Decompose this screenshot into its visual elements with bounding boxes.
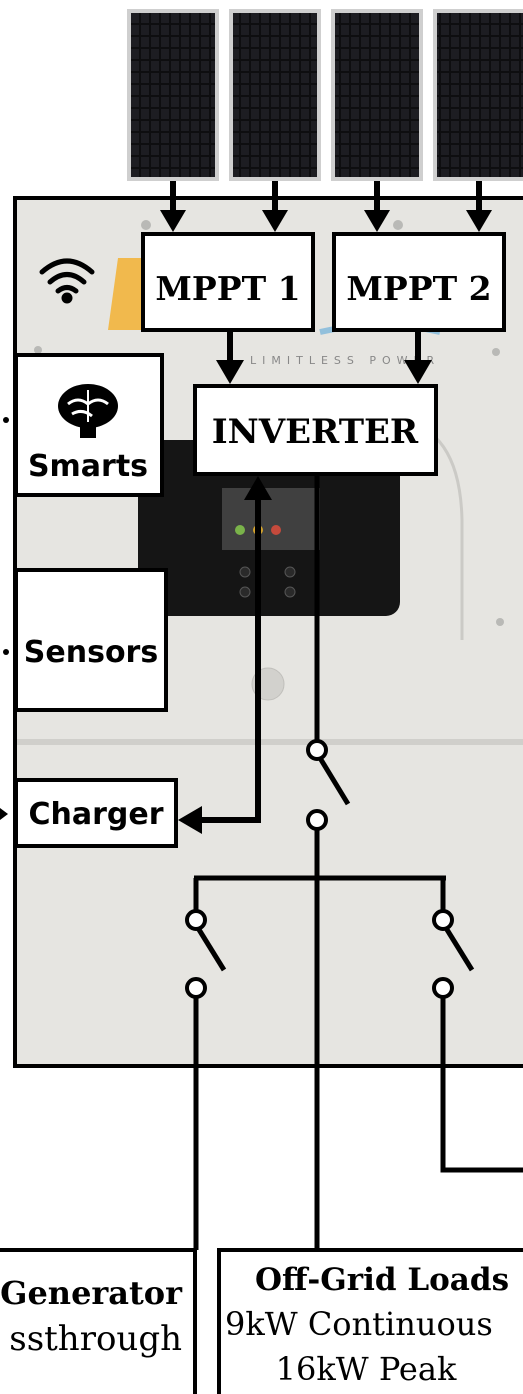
charger-input-arrow — [0, 808, 8, 820]
solar-panel-2 — [229, 9, 321, 181]
screw — [141, 220, 151, 230]
smarts-label: Smarts — [28, 449, 148, 484]
switch-contact — [306, 739, 328, 761]
screw — [34, 346, 42, 354]
display-screen — [222, 488, 320, 550]
bus-and-switches — [193, 875, 523, 1250]
switch-contact — [432, 977, 454, 999]
arrow-to-charger — [178, 806, 202, 834]
control-button — [239, 586, 251, 598]
screw — [496, 618, 504, 626]
generator-subtitle: ssthrough — [9, 1319, 182, 1359]
charger-label: Charger — [28, 797, 163, 832]
mppt1-label: MPPT 1 — [155, 269, 300, 308]
screw — [492, 348, 500, 356]
indicator-light — [235, 525, 245, 535]
mppt-arrows — [216, 330, 432, 384]
sensors-label: Sensors — [24, 635, 158, 670]
switch-contact — [185, 977, 207, 999]
mppt2-box — [332, 232, 506, 332]
panel-arrows — [160, 181, 492, 232]
offgrid-line2: 16kW Peak — [276, 1350, 457, 1388]
connector-dot — [3, 649, 9, 655]
arrow-to-inverter — [244, 476, 272, 500]
offgrid-box — [217, 1248, 523, 1394]
offgrid-title: Off-Grid Loads — [255, 1262, 509, 1298]
control-button — [239, 566, 251, 578]
switch-contact — [306, 809, 328, 831]
switch-contact — [185, 909, 207, 931]
mppt2-label: MPPT 2 — [346, 269, 491, 308]
generator-box — [0, 1248, 197, 1394]
charger-inverter-link — [200, 500, 261, 823]
control-button — [284, 566, 296, 578]
sensors-box — [14, 568, 168, 712]
brand-tagline: LIMITLESS POWER — [250, 354, 440, 367]
offgrid-line1: 9kW Continuous — [225, 1305, 493, 1343]
control-button — [284, 586, 296, 598]
screw — [393, 220, 403, 230]
connector-dot — [3, 417, 9, 423]
charger-box — [14, 778, 178, 848]
brand-logo — [108, 258, 142, 330]
solar-panel-4 — [433, 9, 523, 181]
solar-panel-3 — [331, 9, 423, 181]
inverter-label: INVERTER — [212, 412, 419, 452]
solar-panel-1 — [127, 9, 219, 181]
wifi-icon — [39, 258, 95, 304]
indicator-light — [271, 525, 281, 535]
generator-title: Generator — [0, 1274, 183, 1312]
inverter-output-line — [314, 474, 351, 1250]
brain-icon — [58, 384, 118, 438]
switch-contact — [432, 909, 454, 931]
